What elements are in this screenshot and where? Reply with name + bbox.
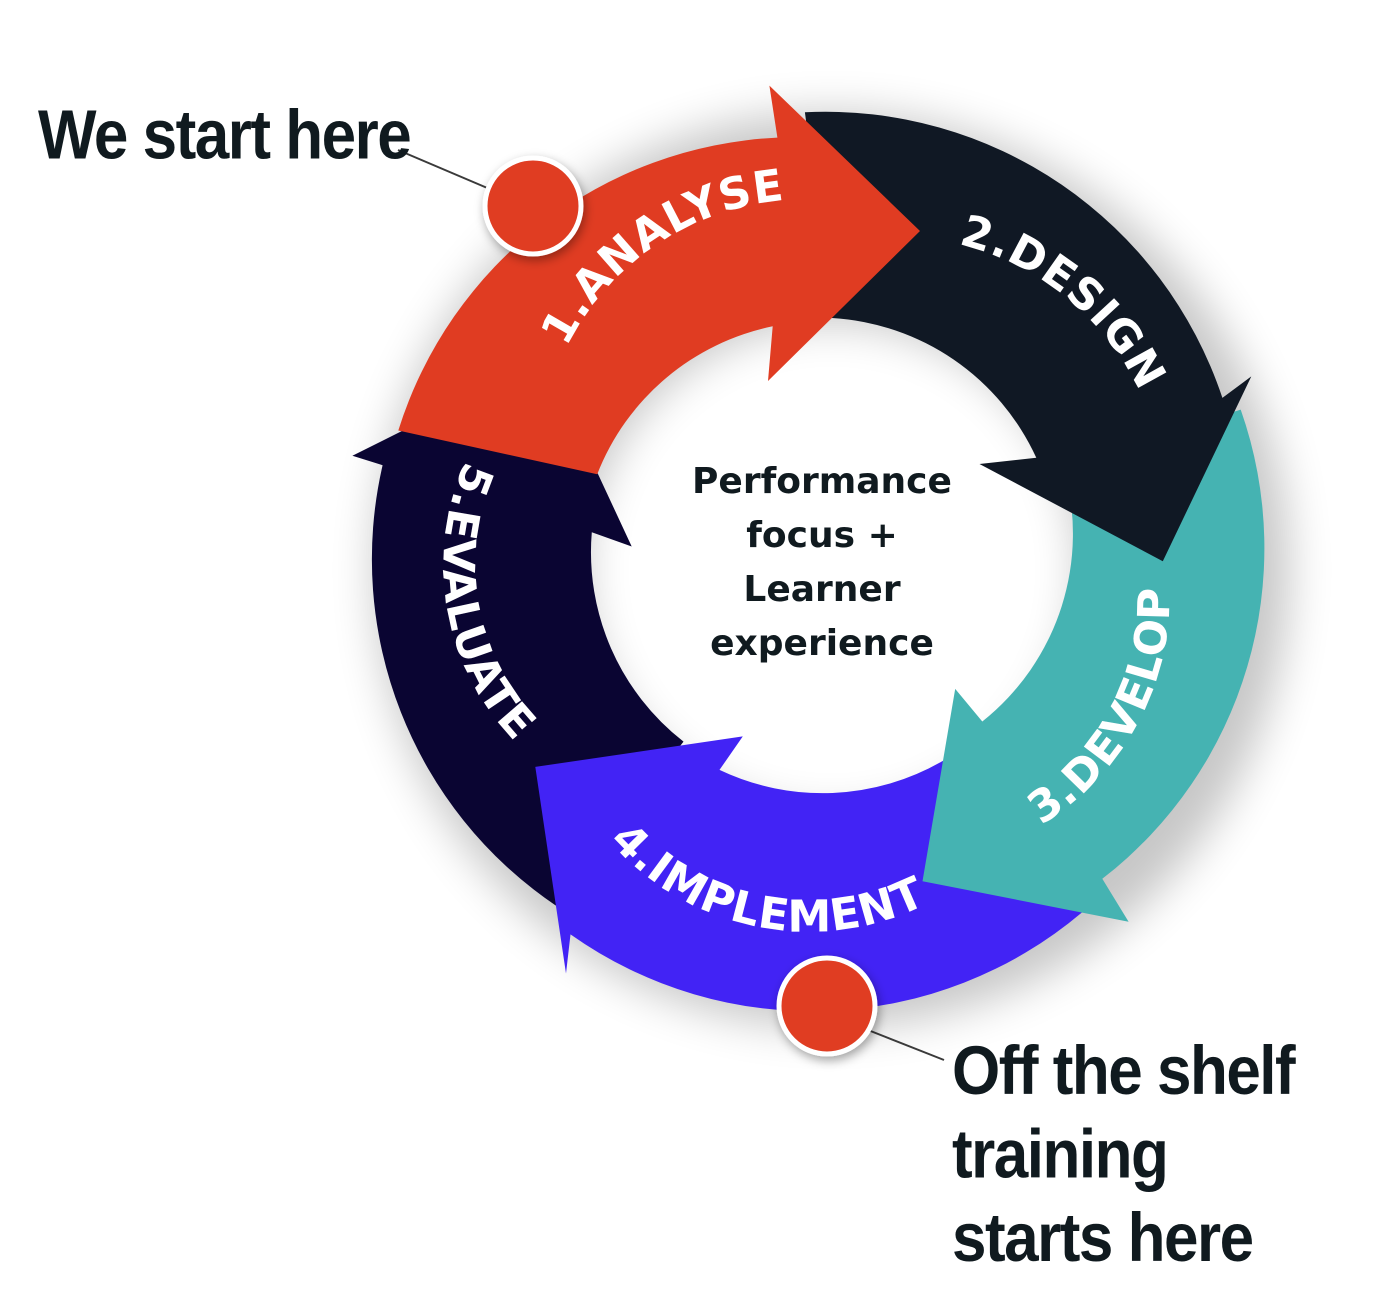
stage-develop-segment [922,409,1265,922]
center-text-line-2: focus + [746,515,898,556]
stage-design-segment [804,111,1252,562]
callout-shelf-line-2: training [952,1116,1169,1193]
stage-analyse-segment [398,85,920,475]
callout-shelf-line-1: Off the shelf [952,1033,1296,1110]
callout-we-start-here: We start here [38,97,412,175]
callout-shelf-line-3: starts here [952,1200,1254,1277]
start-marker-dot [482,155,584,257]
shelf-marker-dot [776,955,878,1057]
callout-start-leader [397,149,493,191]
center-text-line-3: Learner [743,569,900,610]
callout-shelf-leader [867,1029,945,1061]
center-text-line-1: Performance [692,461,952,502]
callout-off-the-shelf: Off the shelf training starts here [952,1030,1296,1281]
center-text-line-4: experience [710,623,934,664]
